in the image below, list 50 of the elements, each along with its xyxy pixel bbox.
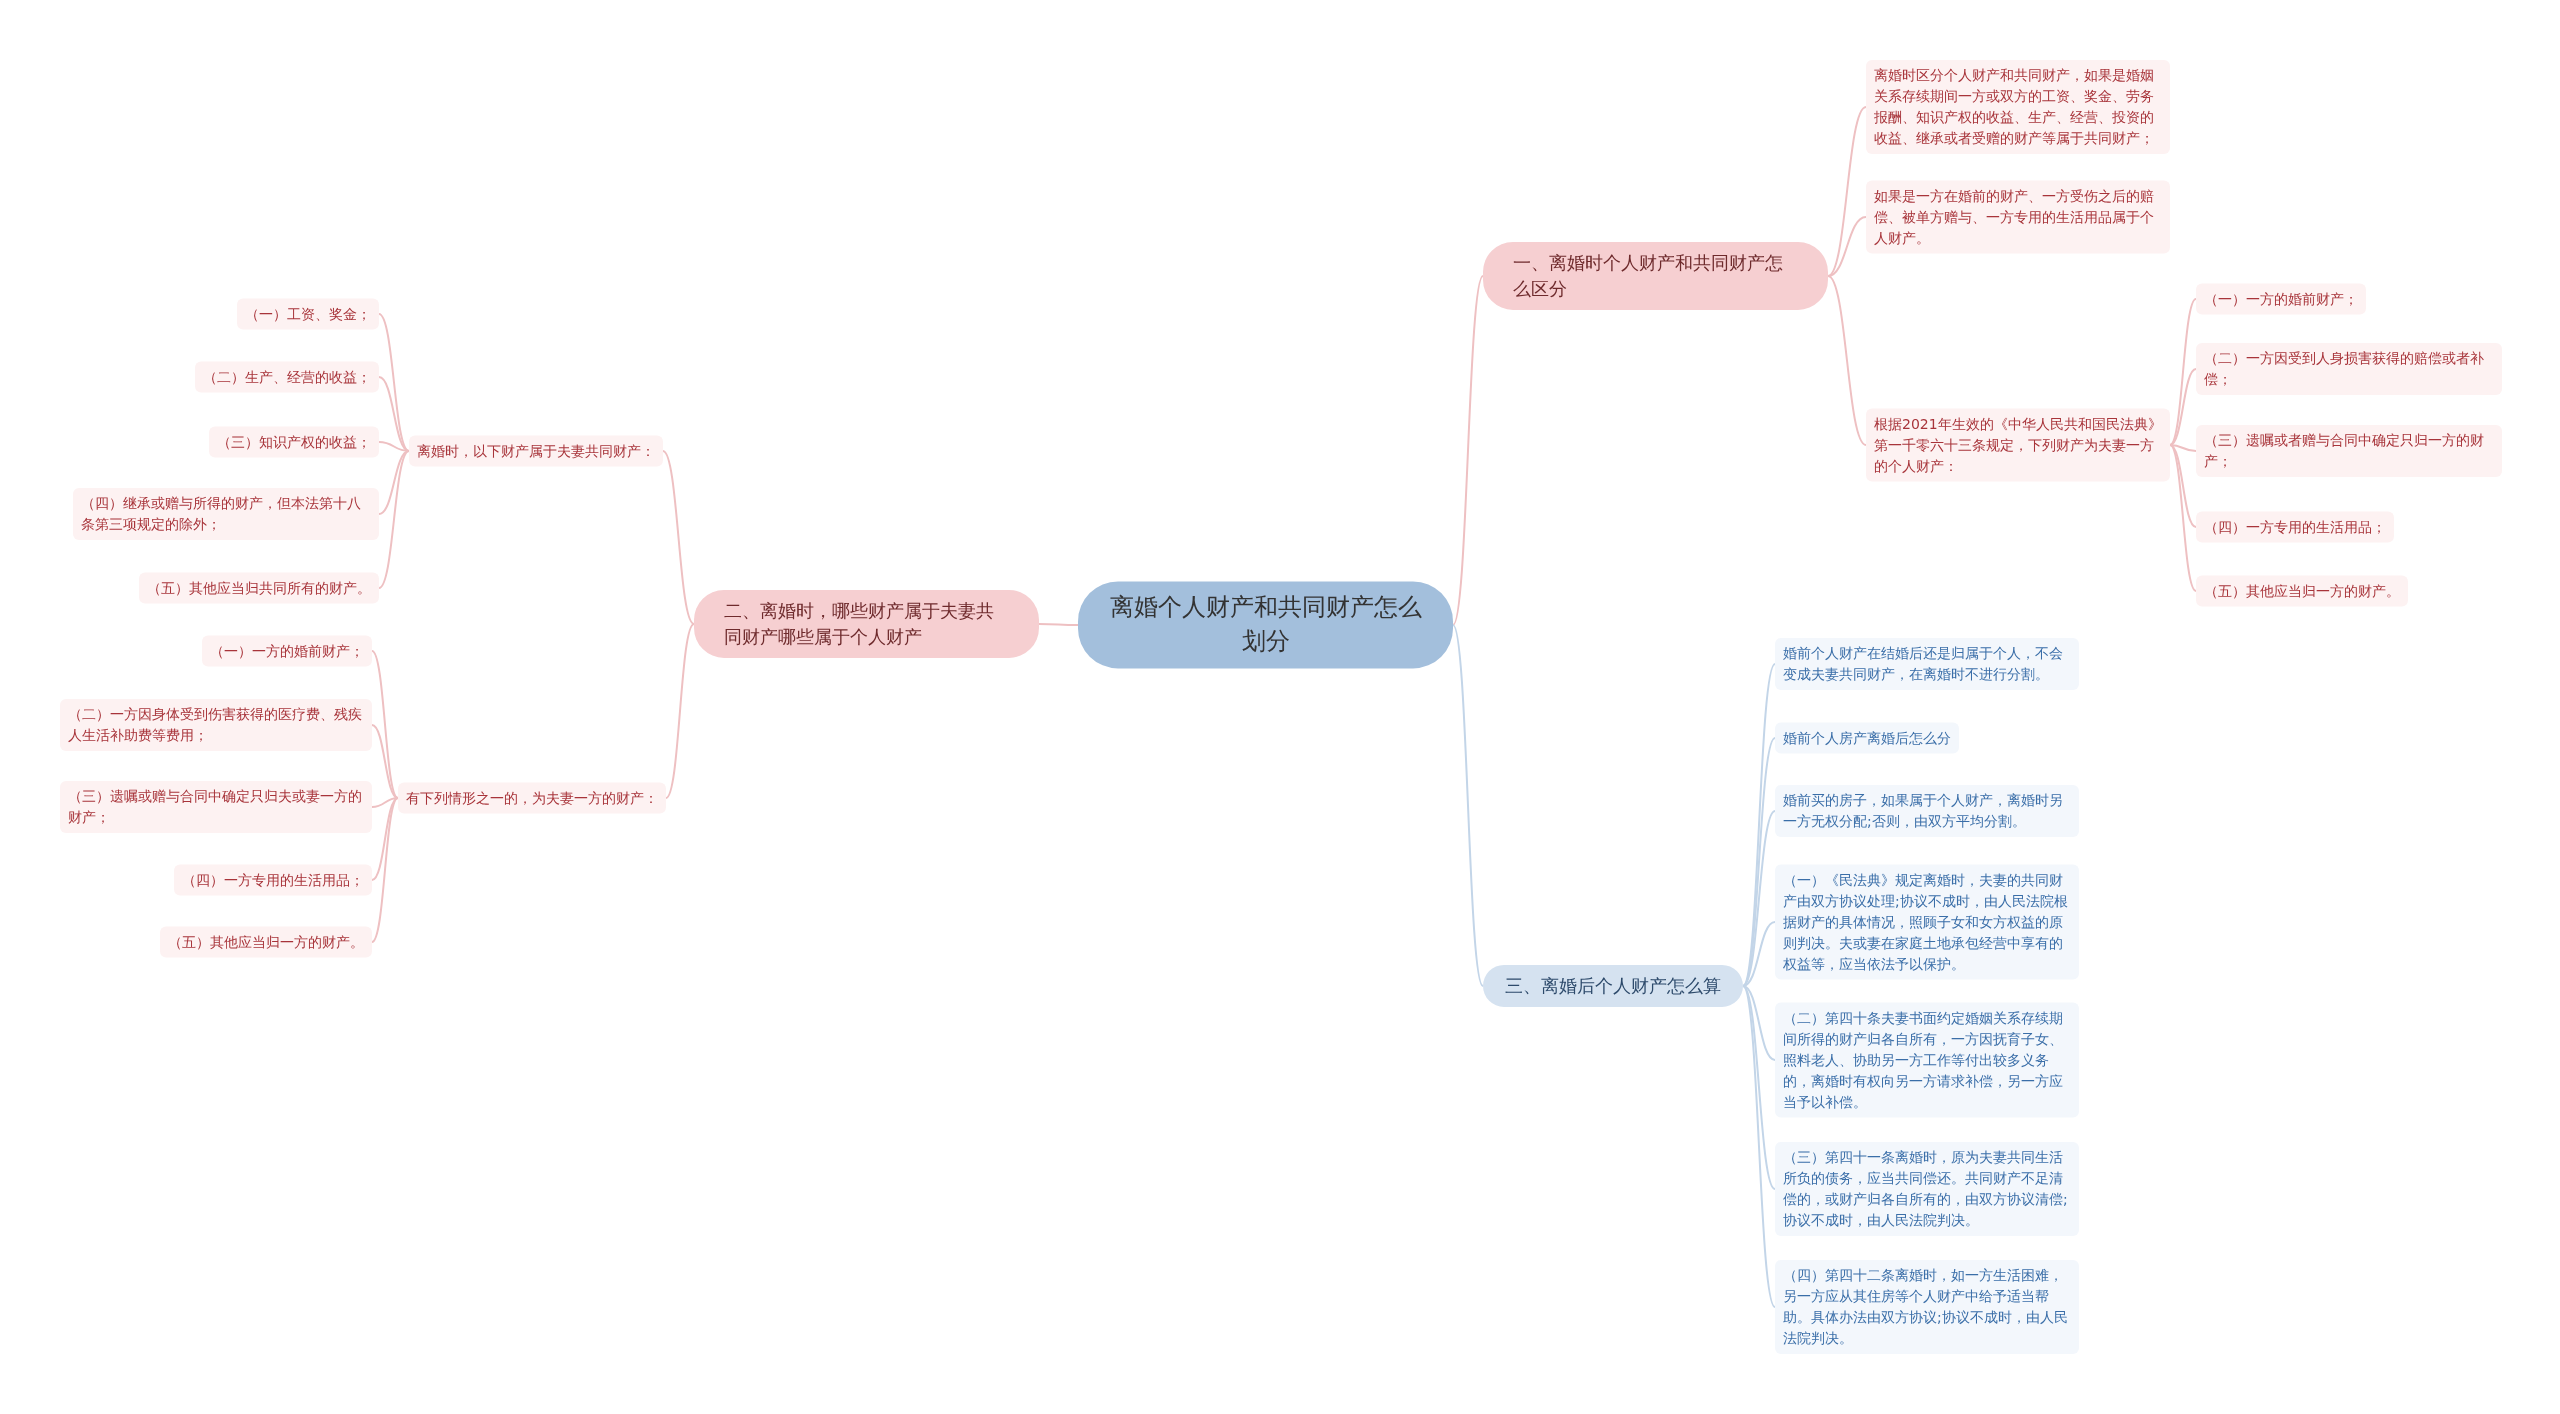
connector-line: [1827, 106, 1867, 277]
connector-line: [378, 450, 410, 589]
leaf-note: （二）一方因受到人身损害获得的赔偿或者补偿；: [2196, 343, 2502, 395]
connector-line: [1742, 921, 1776, 987]
leaf-note: 有下列情形之一的，为夫妻一方的财产：: [398, 782, 666, 814]
branch-topic: 二、离婚时，哪些财产属于夫妻共同财产哪些属于个人财产: [694, 589, 1039, 659]
leaf-note: 离婚时区分个人财产和共同财产，如果是婚姻关系存续期间一方或双方的工资、奖金、劳务报酬、知识产权的收益、生产、经营、投资的收益、继承或者受赠的财产等属于共同财产；: [1866, 60, 2170, 154]
connector-line: [1827, 216, 1867, 277]
leaf-note: （二）一方因身体受到伤害获得的医疗费、残疾人生活补助费等费用；: [60, 699, 372, 751]
leaf-note: （三）遗嘱或者赠与合同中确定只归一方的财产；: [2196, 425, 2502, 477]
leaf-note: （二）生产、经营的收益；: [195, 361, 379, 393]
leaf-note: 婚前买的房子，如果属于个人财产，离婚时另一方无权分配;否则，由双方平均分割。: [1775, 785, 2079, 837]
leaf-note: 婚前个人房产离婚后怎么分: [1775, 722, 1959, 754]
leaf-note: （三）遗嘱或赠与合同中确定只归夫或妻一方的财产；: [60, 781, 372, 833]
leaf-note: （一）一方的婚前财产；: [202, 635, 372, 667]
connector-line: [371, 724, 399, 799]
connector-line: [665, 623, 695, 799]
branch-topic: 一、离婚时个人财产和共同财产怎么区分: [1483, 241, 1828, 311]
connector-line: [662, 450, 695, 625]
leaf-note: 根据2021年生效的《中华人民共和国民法典》第一千零六十三条规定，下列财产为夫妻一方的个人财产：: [1866, 408, 2170, 482]
leaf-note: （四）第四十二条离婚时，如一方生活困难，另一方应从其住房等个人财产中给予适当帮助。具体办法由双方协议;协议不成时，由人民法院判决。: [1775, 1260, 2079, 1354]
connector-line: [2169, 368, 2197, 446]
connector-line: [1742, 663, 1776, 987]
leaf-note: （五）其他应当归一方的财产。: [2196, 575, 2408, 607]
leaf-note: （一）《民法典》规定离婚时，夫妻的共同财产由双方协议处理;协议不成时，由人民法院根据财产的具体情况，照顾子女和女方权益的原则判决。夫或妻在家庭土地承包经营中享有的权益等，应当依法予以保护。: [1775, 864, 2079, 980]
leaf-note: 如果是一方在婚前的财产、一方受伤之后的赔偿、被单方赠与、一方专用的生活用品属于个人财产。: [1866, 180, 2170, 254]
connector-line: [1742, 985, 1776, 1061]
leaf-note: （三）第四十一条离婚时，原为夫妻共同生活所负的债务，应当共同偿还。共同财产不足清偿的，或财产归各自所有的，由双方协议清偿;协议不成时，由人民法院判决。: [1775, 1142, 2079, 1236]
leaf-note: 婚前个人财产在结婚后还是归属于个人，不会变成夫妻共同财产，在离婚时不进行分割。: [1775, 638, 2079, 690]
leaf-note: （四）一方专用的生活用品；: [2196, 511, 2394, 543]
connector-line: [1038, 623, 1079, 626]
connector-line: [1742, 985, 1776, 1308]
leaf-note: （五）其他应当归共同所有的财产。: [139, 572, 379, 604]
central-topic: 离婚个人财产和共同财产怎么划分: [1078, 581, 1453, 669]
leaf-note: （四）继承或赠与所得的财产，但本法第十八条第三项规定的除外；: [73, 488, 379, 540]
leaf-note: （一）工资、奖金；: [237, 298, 379, 330]
leaf-note: （三）知识产权的收益；: [209, 426, 379, 458]
connector-line: [378, 376, 410, 452]
leaf-note: （四）一方专用的生活用品；: [174, 864, 372, 896]
connector-line: [1827, 275, 1867, 446]
connector-line: [1452, 275, 1484, 626]
leaf-note: 离婚时，以下财产属于夫妻共同财产：: [409, 435, 663, 467]
connector-line: [371, 797, 399, 943]
connector-line: [2169, 444, 2197, 592]
leaf-note: （五）其他应当归一方的财产。: [160, 926, 372, 958]
leaf-note: （二）第四十条夫妻书面约定婚姻关系存续期间所得的财产归各自所有，一方因抚育子女、照料老人、协助另一方工作等付出较多义务的，离婚时有权向另一方请求补偿，另一方应当予以补偿。: [1775, 1002, 2079, 1118]
branch-topic: 三、离婚后个人财产怎么算: [1483, 964, 1743, 1008]
leaf-note: （一）一方的婚前财产；: [2196, 283, 2366, 315]
connector-line: [1452, 624, 1484, 987]
connector-line: [378, 313, 410, 452]
